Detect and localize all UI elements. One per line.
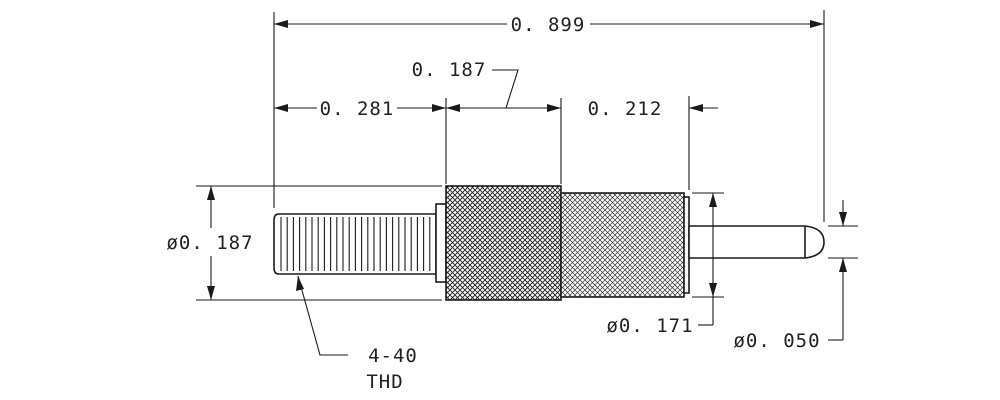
dim-body-length: 0. 212 [588, 98, 718, 120]
dim-knurl-length-label: 0. 187 [412, 59, 487, 81]
thread-spec-line2: THD [366, 371, 403, 393]
thread-callout: 4-40 THD [296, 275, 418, 393]
thread-spec-line1: 4-40 [368, 345, 418, 367]
dim-thread-length: 0. 281 [274, 98, 446, 120]
collar [435, 203, 447, 283]
dim-barrel-diameter: ø0. 171 [606, 193, 717, 337]
dim-barrel-diameter-label: ø0. 171 [606, 315, 693, 337]
dim-thread-length-label: 0. 281 [320, 98, 395, 120]
dim-knurl-length: 0. 187 [412, 59, 561, 112]
dim-overall-length: 0. 899 [274, 14, 824, 36]
connector-part [273, 185, 825, 301]
dim-body-diameter-label: ø0. 187 [166, 232, 253, 254]
dim-body-diameter: ø0. 187 [164, 186, 258, 300]
threaded-section [273, 213, 437, 275]
dim-pin-diameter: ø0. 050 [733, 200, 847, 352]
extension-lines [196, 10, 858, 301]
dim-overall-length-label: 0. 899 [511, 14, 586, 36]
dim-body-length-label: 0. 212 [588, 98, 663, 120]
dim-pin-diameter-label: ø0. 050 [733, 330, 820, 352]
pin [688, 225, 825, 259]
knurled-nut [445, 185, 562, 301]
knurled-barrel [560, 192, 685, 298]
